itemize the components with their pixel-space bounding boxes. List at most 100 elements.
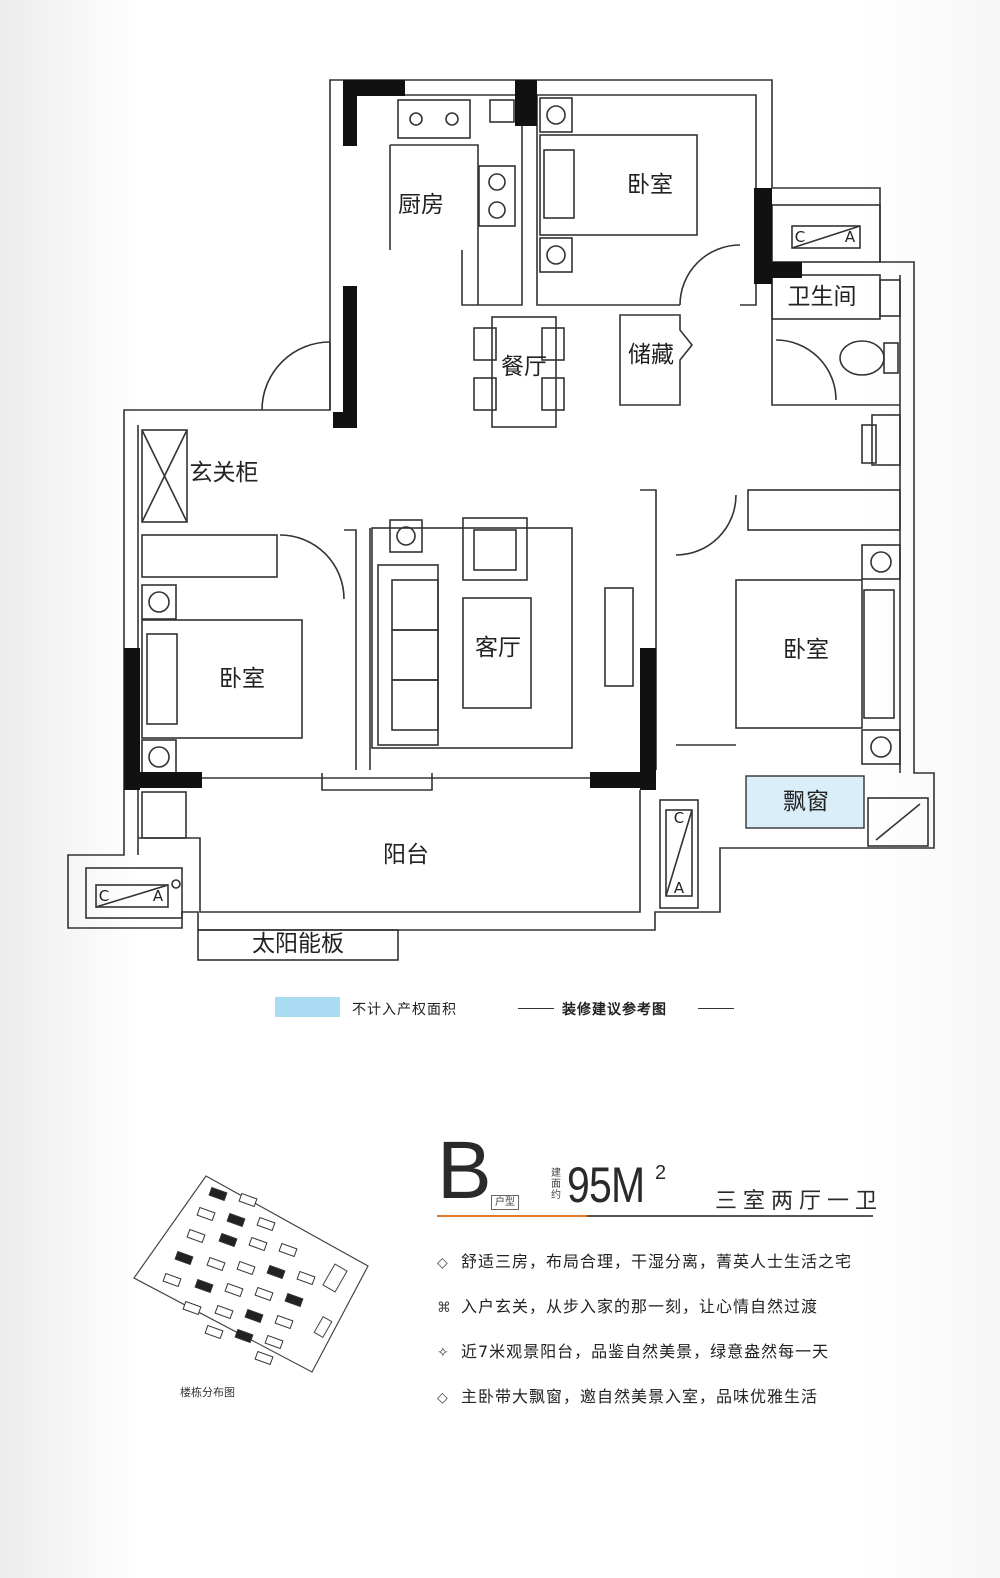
building-footprint (254, 1350, 274, 1366)
kitchen-wall (461, 95, 523, 306)
door-swing (261, 341, 331, 411)
feature-list: ◇ 舒适三房，布局合理，干湿分离，菁英人士生活之宅 ⌘ 入户玄关，从步入家的那一刻，… (437, 1248, 852, 1428)
solar-panel (197, 929, 399, 961)
dining-table (491, 316, 557, 428)
door-swing (775, 339, 837, 401)
bedroom-wall (740, 108, 757, 306)
ac-unit (771, 204, 881, 263)
building-footprint (162, 1272, 182, 1288)
sofa (377, 564, 439, 746)
storage-wall (619, 314, 694, 406)
site-map (133, 1175, 369, 1373)
ac-unit (659, 799, 699, 909)
legend-swatch (275, 997, 340, 1017)
unit-area-label: 建面约 (551, 1168, 561, 1201)
inner-wall-line (356, 94, 757, 108)
diamond-icon: ◇ (437, 1255, 449, 1271)
label-kitchen: 厨房 (398, 192, 444, 218)
bed (735, 579, 863, 729)
building-footprint (248, 1236, 268, 1252)
building-footprint (266, 1264, 286, 1280)
building-footprint (274, 1314, 294, 1330)
building-footprint (256, 1216, 276, 1232)
feature-text: 近7米观景阳台，品鉴自然美景，绿意盎然每一天 (461, 1342, 830, 1361)
entry-cabinet (141, 429, 188, 523)
label-bay-window: 飘窗 (783, 789, 829, 815)
feature-text: 舒适三房，布局合理，干湿分离，菁英人士生活之宅 (461, 1252, 853, 1271)
legend-divider (518, 1008, 554, 1009)
building-footprint (214, 1304, 234, 1320)
list-item: ◇ 主卧带大飘窗，邀自然美景入室，品味优雅生活 (437, 1383, 852, 1428)
sparkle-icon: ✧ (437, 1345, 450, 1361)
bay-window-area (745, 775, 865, 829)
wardrobe (747, 489, 901, 531)
stove (478, 165, 516, 227)
building-footprint (254, 1286, 274, 1302)
label-bedroom-left: 卧室 (219, 666, 265, 692)
list-item: ✧ 近7米观景阳台，品鉴自然美景，绿意盎然每一天 (437, 1338, 852, 1383)
unit-letter: B (437, 1125, 492, 1216)
label-dining: 餐厅 (501, 354, 547, 380)
bed (141, 619, 303, 739)
building-footprint (226, 1212, 246, 1228)
ac-mark-c: C (674, 809, 684, 827)
legend-divider (698, 1008, 734, 1009)
building-footprint (264, 1334, 284, 1350)
building-footprint (194, 1278, 214, 1294)
unit-area-sup: 2 (655, 1162, 667, 1184)
feature-text: 主卧带大飘窗，邀自然美景入室，品味优雅生活 (461, 1387, 819, 1406)
building-footprint (296, 1270, 316, 1286)
label-balcony: 阳台 (383, 842, 429, 868)
bed (539, 134, 698, 236)
wardrobe (141, 534, 278, 578)
legend-reference: 装修建议参考图 (562, 1002, 667, 1018)
label-bedroom-top: 卧室 (627, 172, 673, 198)
kitchen-sink (397, 99, 471, 139)
label-living: 客厅 (475, 635, 521, 661)
building-footprint (174, 1250, 194, 1266)
toilet (839, 340, 885, 376)
building-footprint (278, 1242, 298, 1258)
label-storage: 储藏 (628, 342, 674, 368)
list-item: ◇ 舒适三房，布局合理，干湿分离，菁英人士生活之宅 (437, 1248, 852, 1293)
site-map-label: 楼栋分布图 (180, 1386, 235, 1399)
legend: 不计入产权面积 装修建议参考图 (0, 996, 1000, 1022)
cross-icon: ⌘ (437, 1300, 452, 1316)
bedroom-wall (536, 95, 680, 306)
building-footprint (238, 1192, 258, 1208)
door-swing (679, 244, 741, 306)
diamond-icon: ◇ (437, 1390, 449, 1406)
badge-accent-rule (437, 1215, 587, 1217)
kitchen-counter (390, 144, 479, 305)
ac-mark-c: C (99, 887, 109, 905)
unit-type-label: 户型 (491, 1195, 519, 1210)
floor-plan: 厨房 卧室 卫生间 储藏 餐厅 玄关柜 客厅 卧室 卧室 飘窗 阳台 太阳能板 … (67, 79, 935, 961)
label-bathroom: 卫生间 (788, 284, 857, 310)
ac-mark-a: A (845, 228, 856, 246)
building-footprint (196, 1206, 216, 1222)
label-bedroom-master: 卧室 (783, 637, 829, 663)
list-item: ⌘ 入户玄关，从步入家的那一刻，让心情自然过渡 (437, 1293, 852, 1338)
badge-rule (587, 1215, 873, 1217)
ac-mark-c: C (795, 228, 805, 246)
building-footprint (284, 1292, 304, 1308)
armchair (462, 517, 528, 581)
building-footprint (236, 1260, 256, 1276)
label-solar-panel: 太阳能板 (252, 931, 344, 957)
label-entry-cabinet: 玄关柜 (190, 460, 259, 486)
ac-unit (85, 867, 183, 919)
living-rug (371, 527, 573, 749)
building-footprint (218, 1232, 238, 1248)
unit-area: 95M (567, 1157, 645, 1213)
building-footprint (206, 1256, 226, 1272)
building-footprint (208, 1186, 228, 1202)
building-footprint (244, 1308, 264, 1324)
building-footprint (224, 1282, 244, 1298)
unit-layout: 三室两厅一卫 (715, 1189, 884, 1214)
legend-not-counted: 不计入产权面积 (352, 1002, 457, 1018)
building-footprint (182, 1300, 202, 1316)
coffee-table (462, 597, 532, 709)
feature-text: 入户玄关，从步入家的那一刻，让心情自然过渡 (461, 1297, 819, 1316)
building-footprint (204, 1324, 224, 1340)
building-footprint (186, 1228, 206, 1244)
